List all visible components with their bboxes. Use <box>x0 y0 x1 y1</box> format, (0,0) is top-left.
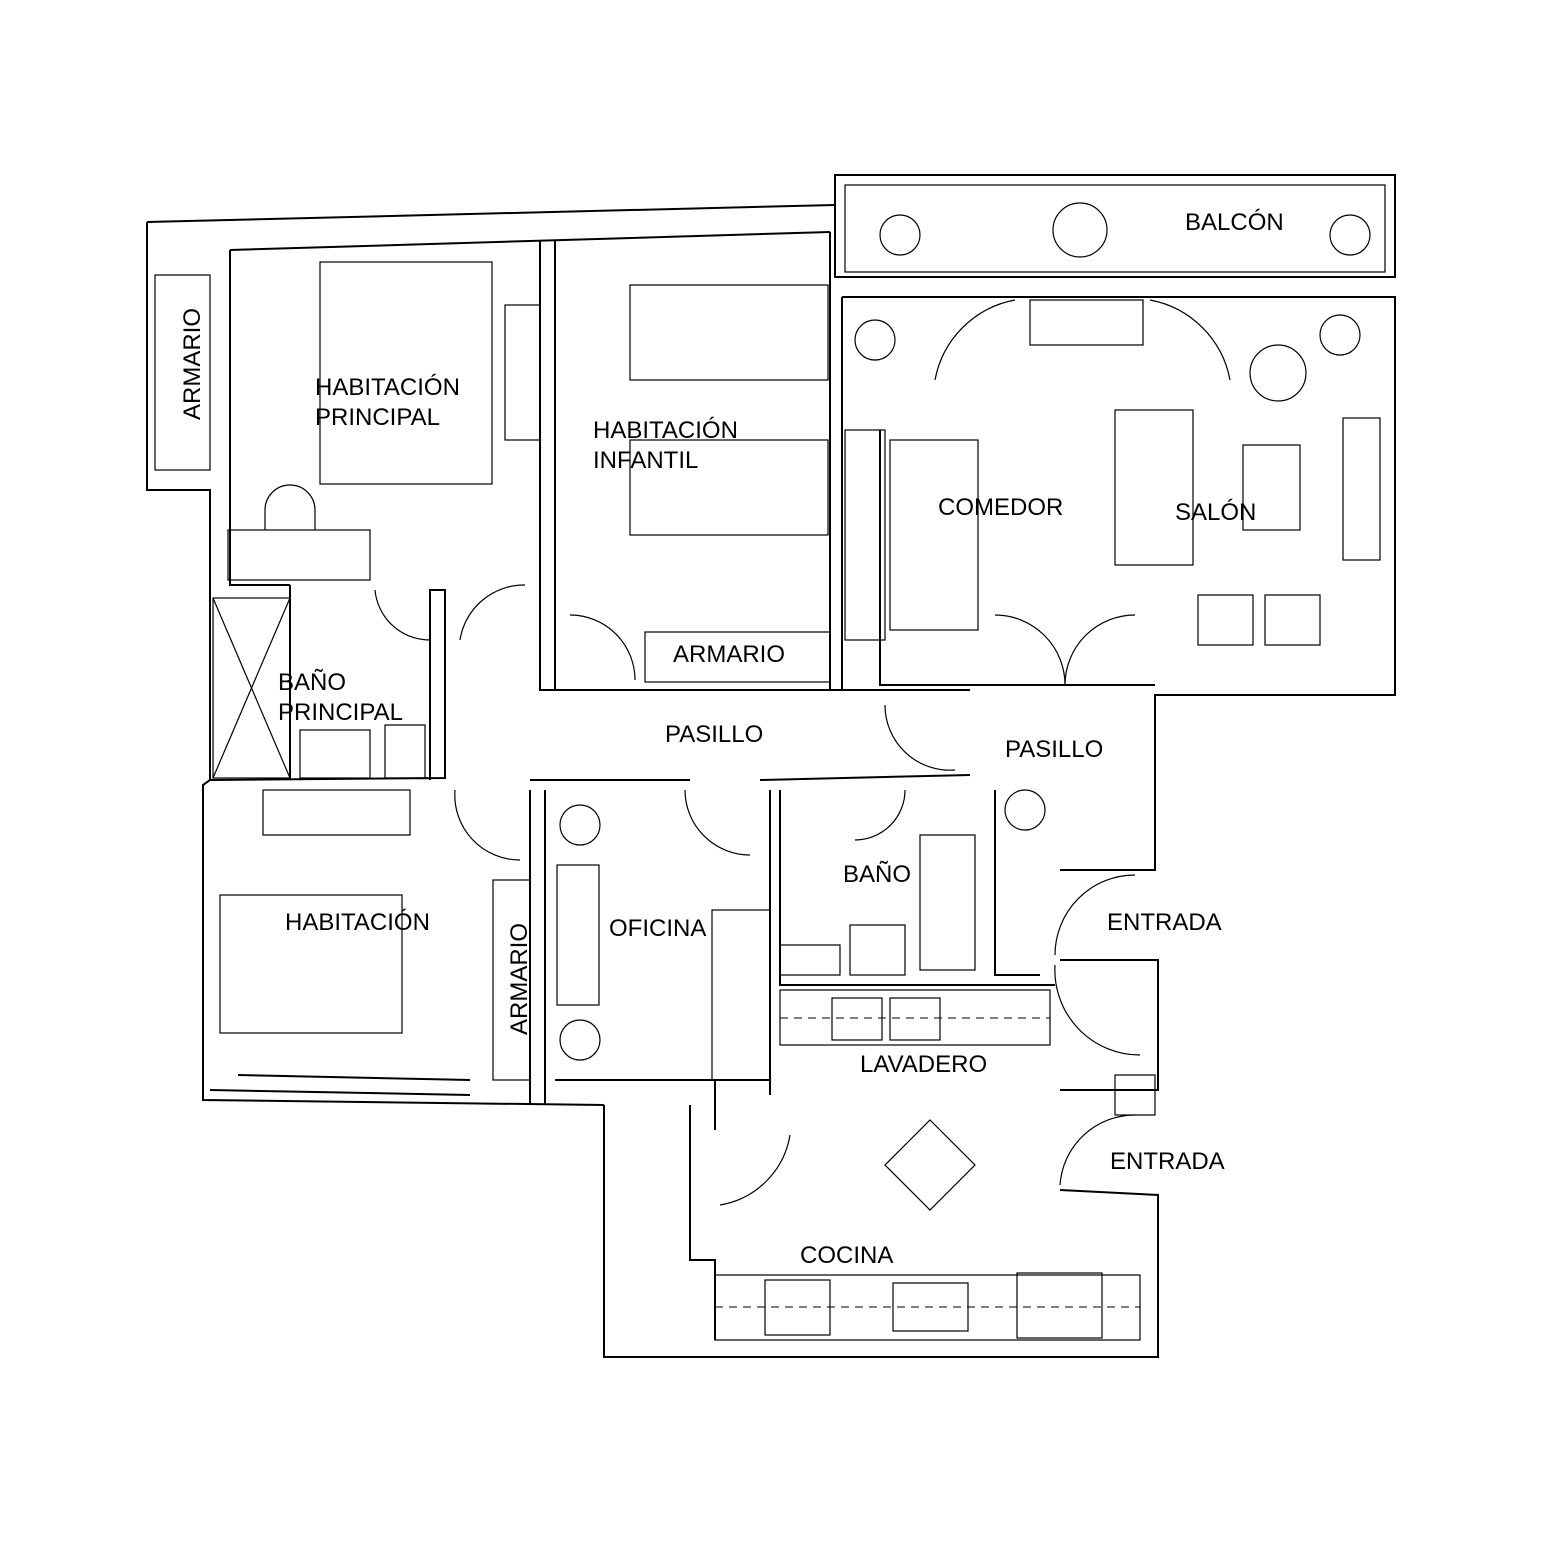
label-oficina: OFICINA <box>609 915 706 942</box>
sink <box>849 924 906 976</box>
stove <box>764 1279 831 1336</box>
coffee-table <box>1242 444 1301 531</box>
label-pasillo: PASILLO <box>1005 736 1103 763</box>
dining-table <box>889 439 979 631</box>
wardrobe <box>644 631 831 683</box>
plants <box>559 214 1371 1061</box>
furniture <box>154 202 1381 1341</box>
sofa <box>1114 409 1194 566</box>
label-habitacion-infantil: HABITACIÓN <box>593 417 738 444</box>
label-bano-principal: BAÑO <box>278 669 346 696</box>
chair <box>264 484 316 530</box>
wardrobe <box>492 879 531 1081</box>
kitchen-table <box>884 1119 976 1211</box>
plant-icon <box>1004 789 1046 831</box>
label-balcon: BALCÓN <box>1185 209 1284 236</box>
label-armario: ARMARIO <box>179 308 206 420</box>
plant-icon <box>1329 214 1371 256</box>
desk <box>227 529 371 581</box>
double-bed <box>219 894 403 1034</box>
double-bed <box>319 261 493 485</box>
label-pasillo: PASILLO <box>665 721 763 748</box>
room-labels: BALCÓN ARMARIO HABITACIÓN PRINCIPAL HABI… <box>179 209 1284 1269</box>
armchair <box>1264 594 1321 646</box>
sink <box>299 729 371 779</box>
armchair <box>1197 594 1254 646</box>
office-desk <box>711 909 771 1081</box>
desk <box>262 789 411 836</box>
plant-icon <box>879 214 921 256</box>
bidet <box>384 724 426 779</box>
exterior-walls <box>146 174 1396 1358</box>
label-armario: ARMARIO <box>506 923 533 1035</box>
kitchen-sink <box>892 1282 969 1332</box>
doors[interactable] <box>374 299 1231 1206</box>
round-table <box>1249 344 1307 402</box>
plant-icon <box>1319 314 1361 356</box>
wardrobe <box>154 274 211 471</box>
plant-icon <box>559 1019 601 1061</box>
fridge <box>1016 1272 1103 1339</box>
label-habitacion-principal: HABITACIÓN <box>315 374 460 401</box>
label-bano-principal: PRINCIPAL <box>278 699 403 726</box>
plant-icon <box>854 319 896 361</box>
label-salon: SALÓN <box>1175 499 1256 526</box>
plant-icon <box>559 804 601 846</box>
bathtub <box>919 834 976 971</box>
label-lavadero: LAVADERO <box>860 1051 987 1078</box>
label-habitacion-infantil: INFANTIL <box>593 447 698 474</box>
balcony-table <box>1052 202 1108 258</box>
shower <box>212 597 291 779</box>
single-bed <box>629 439 829 536</box>
label-comedor: COMEDOR <box>938 494 1063 521</box>
label-entrada: ENTRADA <box>1110 1148 1225 1175</box>
label-armario: ARMARIO <box>673 641 785 668</box>
label-cocina: COCINA <box>800 1242 893 1269</box>
label-entrada: ENTRADA <box>1107 909 1222 936</box>
label-habitacion: HABITACIÓN <box>285 909 430 936</box>
single-bed <box>629 284 829 381</box>
label-habitacion-principal: PRINCIPAL <box>315 404 440 431</box>
label-bano: BAÑO <box>843 861 911 888</box>
